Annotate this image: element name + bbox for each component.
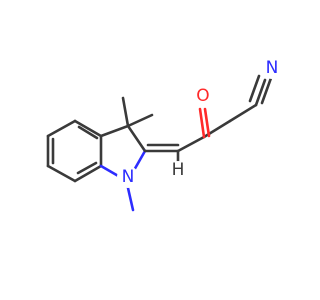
bond-ar6 (46, 164, 77, 183)
atom-n2-label: N (266, 58, 279, 78)
bond-chain-4 (254, 78, 267, 107)
bond-ar3 (73, 119, 103, 138)
bond-c2-n1 (131, 149, 147, 174)
atom-h1-label: H (172, 160, 185, 180)
atom-group: N O H N (117, 57, 283, 188)
bond-chain-1 (176, 135, 206, 153)
atom-n1-label: N (122, 167, 135, 187)
bond-ar5 (73, 164, 103, 183)
bond-n1-methyl (126, 186, 135, 212)
bond-c3-methyl-right (126, 113, 154, 128)
bond-n1-c7a (99, 164, 122, 179)
bond-group (46, 74, 273, 212)
atom-n2-bg (261, 57, 283, 79)
atom-o1-label: O (196, 86, 209, 106)
bond-chain-3 (228, 103, 258, 123)
bond-ar-double3 (76, 161, 98, 175)
bond-ar2 (46, 119, 77, 138)
bond-co (198, 107, 206, 139)
bond-ar-double2 (77, 125, 99, 140)
bond-c3-methyl-left (121, 96, 130, 128)
atom-o1-bg (192, 85, 214, 107)
atom-n1-bg (117, 166, 139, 188)
structure-canvas: N O H N (46, 57, 283, 212)
atom-h1-bg (169, 161, 187, 179)
bond-c3a-c3 (99, 124, 130, 138)
bond-co-2 (203, 107, 211, 138)
bond-chain-5 (260, 76, 273, 105)
bond-c3-c2 (126, 124, 147, 153)
bond-chain-6 (248, 74, 261, 103)
